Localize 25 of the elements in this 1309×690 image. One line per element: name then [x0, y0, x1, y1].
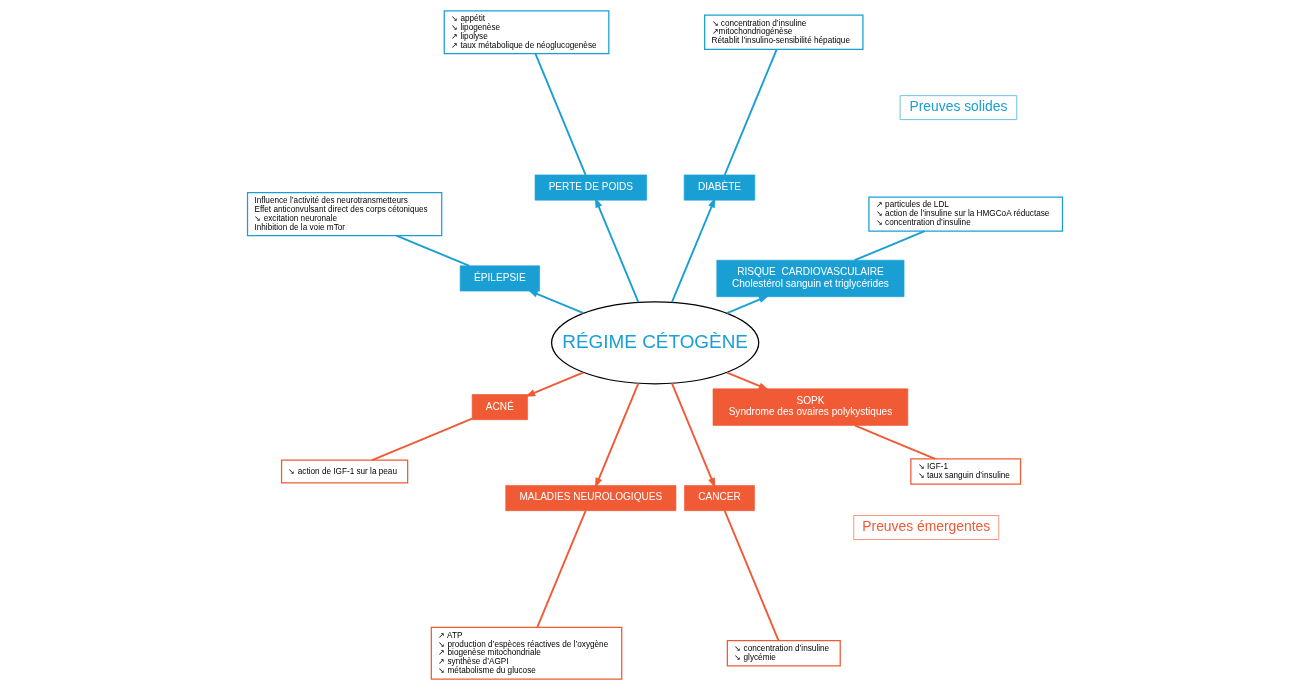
node-box: CANCER: [683, 485, 755, 511]
arrow: [527, 290, 584, 315]
node-box: Preuves émergentes: [852, 515, 999, 540]
connector: [534, 53, 587, 176]
node-box: SOPK Syndrome des ovaires polykystiques: [712, 388, 908, 426]
arrow: [594, 197, 639, 304]
arrow: [670, 197, 715, 304]
arrow: [524, 371, 584, 397]
node-box: DIABÈTE: [683, 174, 755, 201]
connector: [370, 417, 473, 461]
node-box: Preuves solides: [899, 95, 1017, 120]
connector: [723, 48, 778, 176]
connector: [395, 234, 470, 267]
node-box: ÉPILEPSIE: [459, 265, 540, 292]
connector: [853, 230, 925, 262]
node-ellipse: RÉGIME CÉTOGÈNE: [550, 301, 759, 385]
node-box: PERTE DE POIDS: [534, 174, 647, 201]
connector: [853, 424, 936, 460]
node-box: RISQUE CARDIOVASCULAIRE Cholestérol sanguin et triglycérides: [716, 259, 904, 298]
node-box: MALADIES NEUROLOGIQUES: [504, 485, 676, 511]
connector: [723, 509, 779, 642]
arrow: [594, 382, 639, 489]
connector: [535, 509, 587, 629]
arrow: [670, 382, 715, 489]
node-box: ACNÉ: [471, 394, 528, 421]
